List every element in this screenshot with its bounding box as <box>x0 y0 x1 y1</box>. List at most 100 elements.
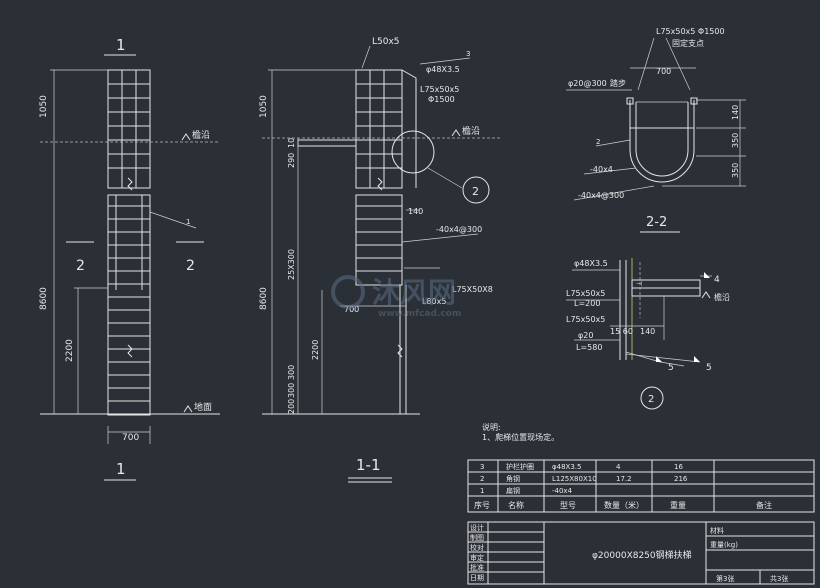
ladder-lower-frame <box>107 194 151 416</box>
front-dim-700: 700 <box>122 433 139 443</box>
sec22-label-step: 踏步 <box>610 78 626 88</box>
detail2-circle <box>640 386 664 410</box>
sec11-dim-200: 200 <box>287 399 296 414</box>
bom-cell-spec: -40x4 <box>552 487 573 495</box>
bom-header-qty: 数量（米） <box>604 500 644 510</box>
detail2-label-5a: 5 <box>668 363 674 373</box>
sec11-detail-circle <box>391 130 435 174</box>
detail2-label-phi20: φ20 <box>578 331 593 340</box>
bom-cell-no: 1 <box>480 487 484 495</box>
bom-header-weight: 重量 <box>670 500 686 510</box>
bom-cell-no: 3 <box>480 463 484 471</box>
detail2-eave-label: 檐沿 <box>714 292 730 302</box>
sec22-label-700: 700 <box>656 67 671 76</box>
sec11-dim-700: 700 <box>344 305 359 314</box>
front-dim-8600: 8600 <box>39 287 49 310</box>
sec11-cage-upper <box>355 69 403 189</box>
sec11-dim-1050: 1050 <box>259 95 269 118</box>
front-top-label: 1 <box>116 36 126 54</box>
sec11-dim-8600: 8600 <box>259 287 269 310</box>
detail2-label-L200: L=200 <box>574 299 600 308</box>
sec11-dim-300a: 300 <box>287 365 296 380</box>
title-block-role: 批准 <box>470 563 484 572</box>
bom-cell-weight: 216 <box>674 475 688 483</box>
watermark-text: 沐风网 <box>372 276 456 309</box>
bom-header-spec: 型号 <box>560 501 576 510</box>
sec11-dim-140: 140 <box>408 207 423 216</box>
title-block-role: 设计 <box>470 523 484 532</box>
front-view: 1 檐沿 地面 1050 8600 2200 2 2 <box>39 36 220 481</box>
notes-line-1: 1、爬梯位置现场定。 <box>482 432 559 442</box>
detail2-label-5b: 5 <box>706 363 712 373</box>
detail-2-view: φ48X3.5 ⊣ 檐沿 4 L75x50x5 L=200 L75x50x5 φ… <box>566 258 730 410</box>
front-bottom-label: 1 <box>116 460 126 478</box>
sec11-dim-2200: 2200 <box>311 340 320 360</box>
sec22-dim-140: 140 <box>731 105 740 120</box>
title-block-role: 制图 <box>470 533 484 542</box>
bom-header-name: 名称 <box>508 500 524 510</box>
sec11-title: 1-1 <box>356 456 381 474</box>
detail2-label-phi48: φ48X3.5 <box>574 259 608 268</box>
bom-cell-name: 角钢 <box>506 474 520 483</box>
sec22-title: 2-2 <box>646 215 667 230</box>
detail2-label-L580: L=580 <box>576 343 602 352</box>
sec22-dim-350b: 350 <box>731 163 740 178</box>
detail2-label-L75b: L75x50x5 <box>566 315 605 324</box>
sec11-dim-300b: 300 <box>287 383 296 398</box>
title-block-drawing-name: φ20000X8250钢梯扶梯 <box>592 549 692 561</box>
bom-cell-qty: 17.2 <box>616 475 632 483</box>
front-eave-label: 檐沿 <box>192 129 210 141</box>
watermark-url: www.mfcad.com <box>378 309 461 319</box>
detail2-label-15-60: 15 60 <box>610 327 633 336</box>
detail2-label-140: 140 <box>640 327 655 336</box>
bom-cell-spec: L125X80X10 <box>552 475 597 483</box>
notes-title: 说明: <box>482 422 501 432</box>
detail2-circle-label: 2 <box>648 394 654 405</box>
front-section-mark-right: 2 <box>186 258 195 274</box>
title-block-material-label: 材料 <box>710 526 724 535</box>
front-dim-1050: 1050 <box>39 95 49 118</box>
title-block-role: 日期 <box>470 574 484 582</box>
sec11-label-L75: L75x50x5 <box>420 85 459 94</box>
sec22-label-40x4-300: -40x4@300 <box>578 191 624 200</box>
svg-text:⊣: ⊣ <box>636 280 642 288</box>
sec22-label-phi20: φ20@300 <box>568 79 607 88</box>
sec11-label-L75x50x8: L75X50X8 <box>452 285 493 294</box>
sec11-label-3: 3 <box>466 50 470 58</box>
title-block-total: 共3张 <box>770 574 788 583</box>
watermark: 沐风网 www.mfcad.com <box>331 275 461 319</box>
title-block-weight-label: 重量(kg) <box>710 541 738 549</box>
sec22-cage <box>629 100 695 183</box>
ladder-upper-frame <box>107 69 151 189</box>
sec11-dim-290: 290 <box>287 153 296 168</box>
bom-cell-name: 护栏护圈 <box>506 462 534 471</box>
sec11-label-40x4: -40x4@300 <box>436 225 482 234</box>
section-1-1-view: L50x5 3 φ48X3.5 L75x50x5 Φ1500 檐沿 2 1050 <box>259 37 500 483</box>
sec22-label-40x4: -40x4 <box>590 165 613 174</box>
sec22-label-fixed: 固定支点 <box>672 38 704 48</box>
bom-header-no: 序号 <box>474 500 490 510</box>
title-block-role: 审定 <box>470 553 484 562</box>
front-dim-2200: 2200 <box>65 339 75 362</box>
sec11-label-L80: L80x5 <box>422 297 446 306</box>
bom-cell-spec: φ48X3.5 <box>552 463 581 471</box>
front-callout-1: 1 <box>186 218 190 226</box>
sec11-dim-10: 10 <box>287 138 296 148</box>
title-block-role: 校对 <box>470 543 484 552</box>
front-section-mark-left: 2 <box>76 258 85 274</box>
detail2-label-L75a: L75x50x5 <box>566 289 605 298</box>
title-block-sheet: 第3张 <box>716 574 734 583</box>
bom-cell-qty: 4 <box>616 463 621 471</box>
sec11-detail-circle-label: 2 <box>472 185 479 198</box>
sec11-label-L50x5: L50x5 <box>372 37 400 47</box>
sec11-label-phi1500: Φ1500 <box>428 95 455 104</box>
sec11-cage-lower <box>355 194 403 286</box>
section-2-2-view: L75x50x5 Φ1500 固定支点 700 φ20@300 踏步 2 -40… <box>566 27 746 233</box>
